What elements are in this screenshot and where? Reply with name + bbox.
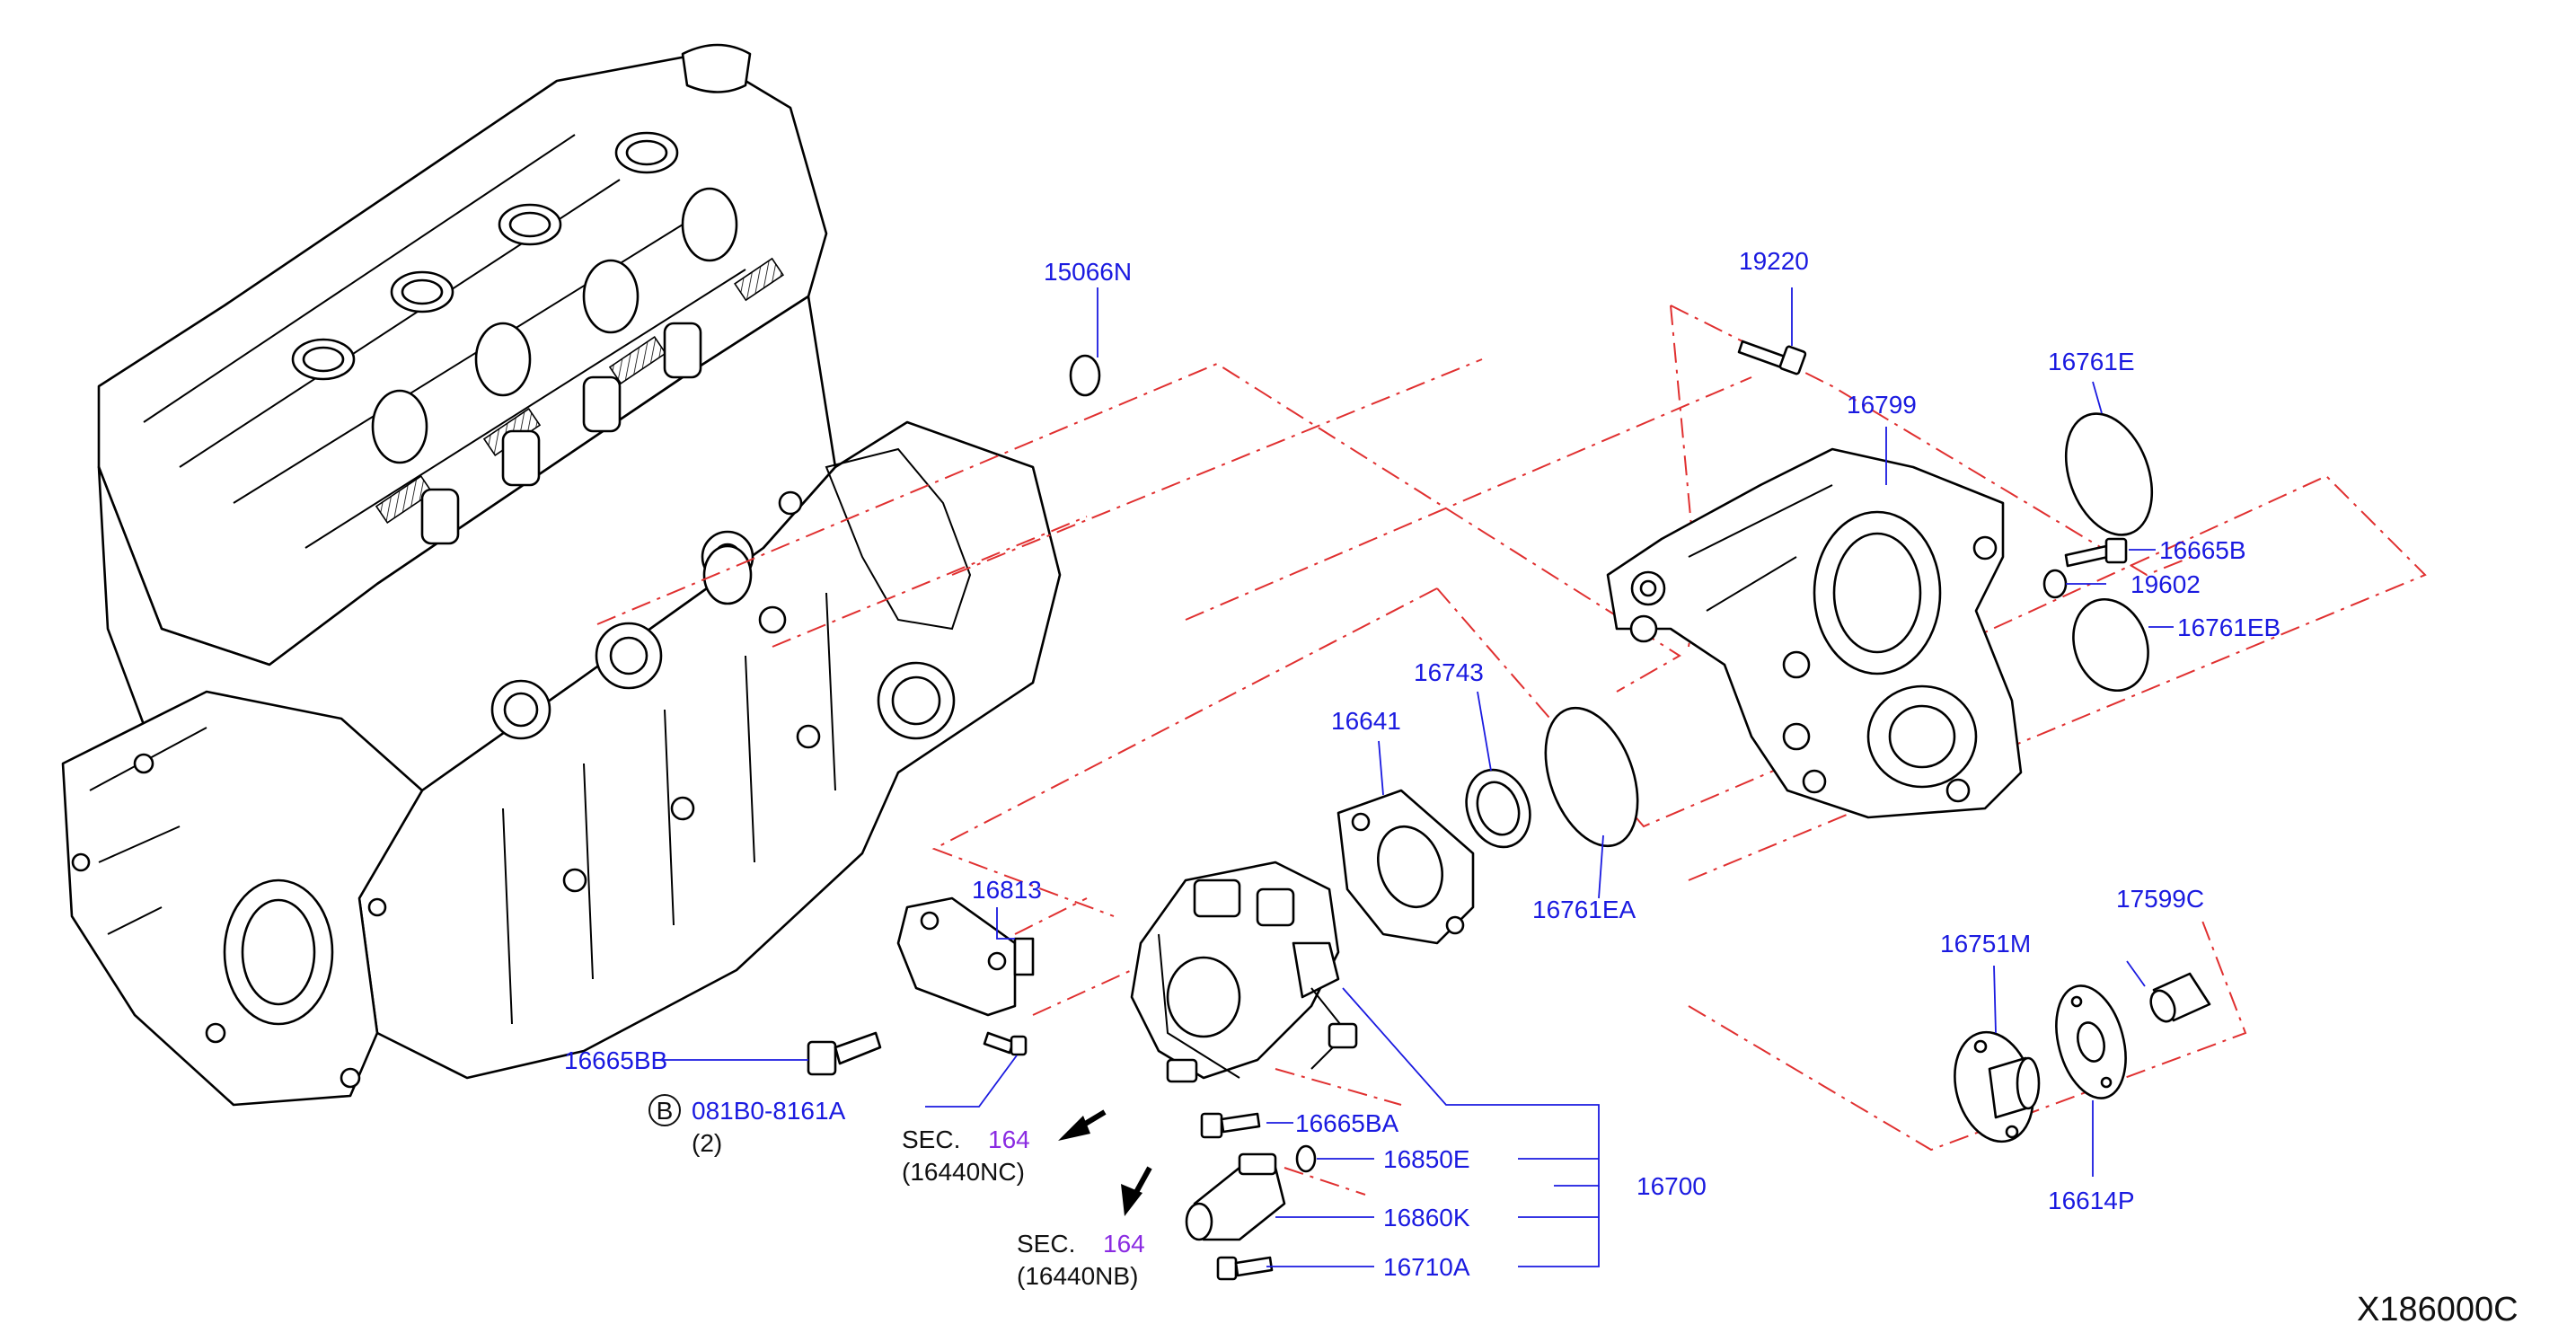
label-16665B: 16665B <box>2159 536 2246 564</box>
section-arrow-1 <box>1058 1109 1107 1141</box>
diagram-code: X186000C <box>2357 1291 2519 1329</box>
section-sub: (16440NB) <box>1017 1262 1138 1290</box>
o-ring-15066N <box>1069 354 1101 397</box>
bolt-16710A <box>1216 1256 1274 1281</box>
label-16710A: 16710A <box>1383 1253 1470 1281</box>
washer-19602 <box>2042 569 2068 599</box>
section-prefix: SEC. <box>1017 1230 1075 1258</box>
seal-16743 <box>1465 768 1531 849</box>
spark-plug-well-4 <box>291 338 356 381</box>
label-16665BA: 16665BA <box>1295 1109 1399 1137</box>
label-16743: 16743 <box>1414 658 1484 686</box>
pump-bracket <box>1606 447 2023 819</box>
section-sub: (16440NC) <box>902 1158 1025 1186</box>
section-ref-2[interactable]: SEC. 164 (16440NB) <box>1017 1230 1145 1290</box>
label-15066N: 15066N <box>1044 258 1132 286</box>
label-17599C: 17599C <box>2116 885 2204 913</box>
label-16614P: 16614P <box>2048 1187 2135 1214</box>
valve-16860K <box>1185 1152 1286 1241</box>
bolt-marker: B <box>657 1097 674 1125</box>
section-number[interactable]: 164 <box>1103 1230 1145 1258</box>
label-16761EA: 16761EA <box>1532 896 1636 923</box>
o-ring-16761EB <box>2072 597 2149 693</box>
leader-lines <box>656 287 2174 1267</box>
section-prefix: SEC. <box>902 1126 960 1153</box>
label-16751M: 16751M <box>1940 930 2031 958</box>
label-16860K: 16860K <box>1383 1204 1470 1231</box>
bolt-081B0-8161A <box>983 1031 1028 1056</box>
oil-filler-cap <box>681 43 752 93</box>
o-ring-16850E <box>1295 1144 1317 1173</box>
section-ref-1[interactable]: SEC. 164 (16440NC) <box>902 1126 1030 1186</box>
section-arrow-2 <box>1121 1166 1152 1216</box>
label-081B0-qty: (2) <box>692 1129 722 1157</box>
flange-16641 <box>1337 789 1475 945</box>
bolt-ref-081B0: B 081B0-8161A (2) <box>648 1094 846 1157</box>
bolt-16665BA <box>1200 1112 1261 1139</box>
section-number[interactable]: 164 <box>988 1126 1030 1153</box>
bolt-19220 <box>1737 340 1807 375</box>
engine-block <box>61 43 1062 1107</box>
label-081B0-8161A: 081B0-8161A <box>692 1097 846 1125</box>
label-16665BB: 16665BB <box>564 1046 667 1074</box>
label-16799: 16799 <box>1847 391 1917 419</box>
label-16813: 16813 <box>972 876 1042 904</box>
label-16761E: 16761E <box>2048 348 2135 375</box>
bolt-16665BB <box>807 1031 882 1076</box>
label-16850E: 16850E <box>1383 1145 1470 1173</box>
label-16700: 16700 <box>1636 1172 1707 1200</box>
spark-plug-well-3 <box>390 270 454 313</box>
label-19220: 19220 <box>1739 247 1809 275</box>
label-16641: 16641 <box>1331 707 1401 735</box>
high-pressure-fuel-pump <box>1130 861 1358 1083</box>
spark-plug-well-2 <box>498 203 562 246</box>
plate-16614P <box>2055 984 2127 1099</box>
o-ring-16761E <box>2064 412 2154 536</box>
gasket-16813 <box>896 896 1035 1017</box>
hub-16751M <box>1954 1030 2041 1143</box>
bushing-17599C <box>2149 972 2211 1023</box>
bolt-16665B <box>2064 537 2128 568</box>
label-19602: 19602 <box>2130 570 2201 598</box>
label-16761EB: 16761EB <box>2177 614 2280 641</box>
spark-plug-well-1 <box>614 131 679 174</box>
o-ring-16761EA <box>1544 706 1639 848</box>
